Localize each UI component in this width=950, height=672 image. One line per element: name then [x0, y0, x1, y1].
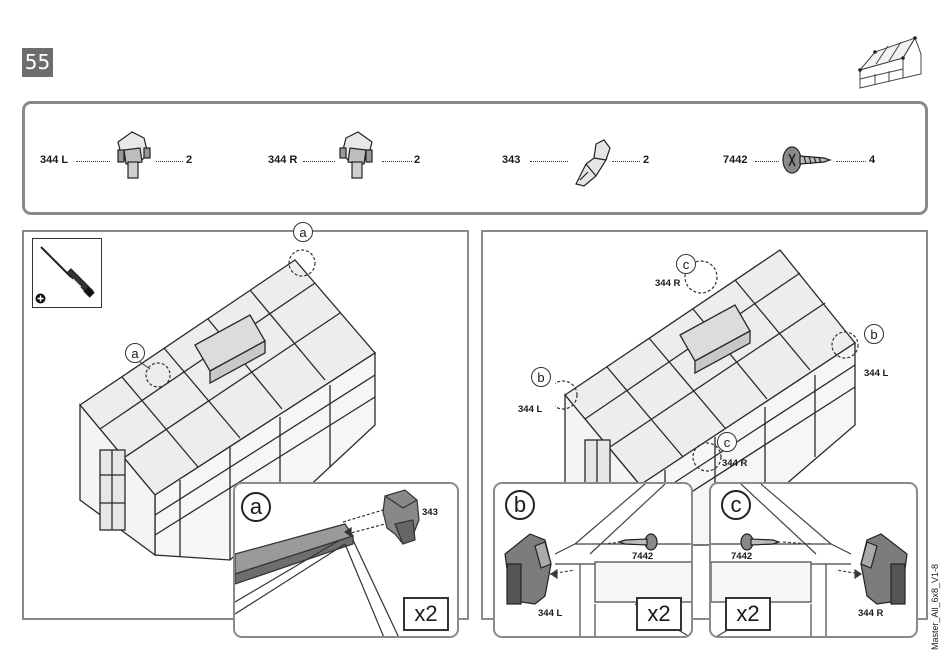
leader-dots — [303, 161, 335, 162]
inset-c: c 7442 344 R x2 — [709, 482, 918, 638]
part-code: 7442 — [723, 154, 747, 166]
callout-b-right: b — [864, 324, 884, 344]
inset-b-part-label: 344 L — [538, 608, 562, 619]
callout-a-side: a — [125, 343, 145, 363]
inset-b-screw-label: 7442 — [632, 551, 653, 562]
leader-dots — [755, 161, 779, 162]
callout-a-top: a — [293, 222, 313, 242]
inset-a-letter: a — [241, 492, 271, 522]
callout-c-bottom: c — [717, 432, 737, 452]
leader-dots — [836, 161, 866, 162]
callout-c-top-label: 344 R — [655, 278, 680, 289]
callout-b-left-label: 344 L — [518, 404, 542, 415]
inset-c-letter: c — [721, 490, 751, 520]
part-344r-icon — [334, 128, 380, 184]
part-code: 344 R — [268, 154, 297, 166]
part-qty: 4 — [869, 154, 875, 166]
inset-a-count: x2 — [403, 597, 449, 631]
leader-dots — [76, 161, 110, 162]
leader-dots — [530, 161, 568, 162]
document-code: Master_All_6x8_V1-8 — [930, 564, 940, 650]
callout-c-top: c — [676, 254, 696, 274]
inset-b-count: x2 — [636, 597, 682, 631]
inset-a: a 343 x2 — [233, 482, 459, 638]
inset-a-part-label: 343 — [422, 507, 438, 518]
part-qty: 2 — [414, 154, 420, 166]
step-number: 55 — [22, 48, 53, 77]
inset-c-count: x2 — [725, 597, 771, 631]
inset-b: b 7442 344 L x2 — [493, 482, 693, 638]
part-qty: 2 — [186, 154, 192, 166]
leader-dots — [156, 161, 183, 162]
leader-dots — [382, 161, 412, 162]
leader-dots — [612, 161, 640, 162]
part-code: 343 — [502, 154, 520, 166]
part-344l-icon — [110, 128, 156, 184]
part-qty: 2 — [643, 154, 649, 166]
callout-b-left: b — [531, 367, 551, 387]
inset-c-screw-label: 7442 — [731, 551, 752, 562]
callout-b-right-label: 344 L — [864, 368, 888, 379]
callout-c-bottom-label: 344 R — [722, 458, 747, 469]
inset-c-part-label: 344 R — [858, 608, 883, 619]
phillips-plus-icon — [35, 293, 46, 304]
part-code: 344 L — [40, 154, 68, 166]
greenhouse-thumbnail-icon — [855, 30, 925, 92]
inset-b-letter: b — [505, 490, 535, 520]
part-343-icon — [572, 136, 614, 192]
screw-7442-icon — [780, 142, 832, 178]
